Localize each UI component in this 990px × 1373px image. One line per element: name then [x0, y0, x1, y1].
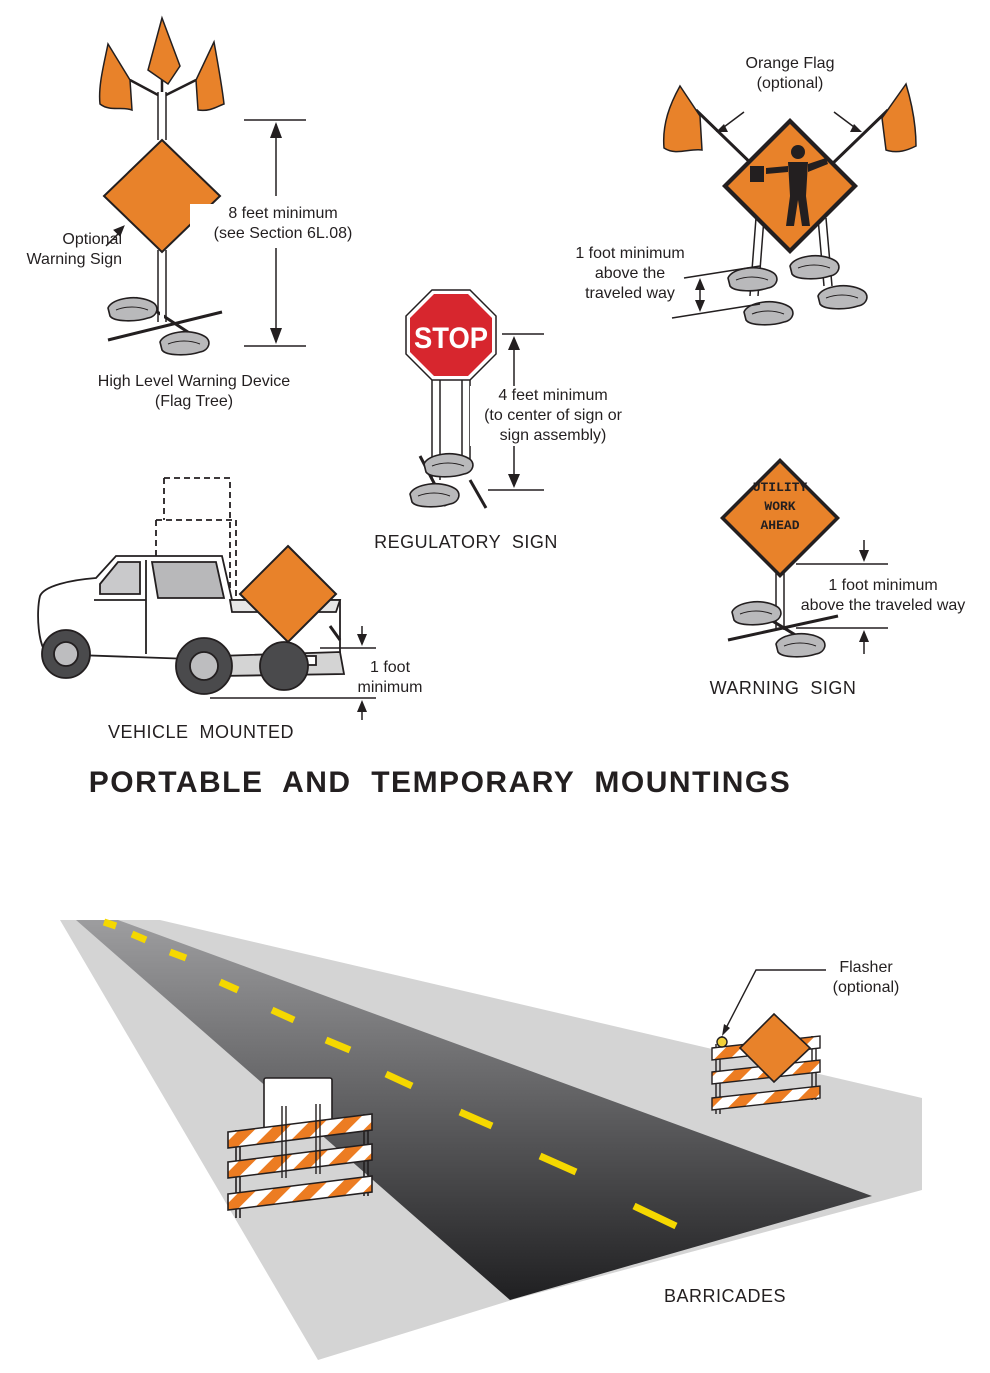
stop-sign-octagon — [410, 294, 492, 376]
dimension-8ft — [244, 119, 306, 347]
orange-flag-icon — [881, 82, 917, 153]
sandbag-icon — [423, 452, 474, 478]
orange-flag-icon — [662, 84, 703, 153]
dimension-4ft — [488, 333, 544, 491]
sandbag-icon — [727, 266, 778, 292]
flag-tree-height-label: 8 feet minimum (see Section 6L.08) — [190, 204, 376, 244]
warning-sign-text-line3: AHEAD — [760, 518, 799, 533]
flagger-person-icon — [750, 145, 828, 226]
road-scene — [60, 918, 922, 1360]
label-line: Optional — [62, 231, 122, 248]
warning-sign-text-line2: WORK — [764, 499, 795, 514]
label-line: Flasher — [839, 959, 893, 976]
label-line: Orange Flag — [745, 55, 835, 72]
barricade-right — [711, 969, 826, 1114]
label-line: above the traveled way — [800, 597, 966, 614]
sandbag-icon — [107, 296, 158, 322]
label-line: (see Section 6L.08) — [213, 225, 353, 242]
dimension-flagger-clearance — [671, 265, 761, 319]
orange-flag-icon — [147, 15, 181, 86]
sandbag-icon — [775, 632, 826, 658]
barricade-left — [227, 1077, 373, 1218]
regulatory-sign-assembly — [405, 289, 497, 509]
barricades-caption: BARRICADES — [663, 1286, 787, 1306]
vehicle-clearance-label: 1 foot minimum — [344, 658, 436, 698]
sandbag-icon — [409, 482, 460, 508]
label-line: 1 foot minimum — [575, 245, 685, 262]
regulatory-sign-caption: REGULATORY SIGN — [374, 532, 558, 552]
optional-warning-sign-label: Optional Warning Sign — [0, 230, 122, 270]
page-title: PORTABLE AND TEMPORARY MOUNTINGS — [88, 766, 792, 799]
flasher-label: Flasher (optional) — [816, 958, 916, 998]
sandbag-icon — [731, 600, 782, 626]
label-line: Warning Sign — [26, 251, 122, 268]
label-line: 1 foot — [369, 659, 411, 676]
warning-sign-assembly — [720, 458, 840, 658]
label-line: (optional) — [756, 75, 824, 92]
orange-flag-label: Orange Flag (optional) — [710, 54, 870, 94]
warning-clearance-label: 1 foot minimum above the traveled way — [790, 576, 976, 616]
orange-flag-icon — [195, 39, 225, 112]
label-line: minimum — [357, 679, 423, 696]
flag-tree-device — [98, 15, 225, 356]
label-line: 8 feet minimum — [228, 205, 338, 222]
warning-sign-caption: WARNING SIGN — [709, 678, 857, 698]
sign-mount-bracket — [328, 625, 342, 641]
warning-sign-text-line1: UTILITY — [753, 480, 808, 495]
label-line: 1 foot minimum — [828, 577, 938, 594]
sandbag-icon — [789, 254, 840, 280]
utility-work-ahead-sign-diamond — [725, 463, 835, 573]
dimension-vehicle-clearance — [210, 626, 376, 720]
label-line: High Level Warning Device — [97, 373, 291, 390]
sandbag-icon — [159, 330, 210, 356]
label-line: (Flag Tree) — [154, 393, 234, 410]
vehicle-mounted-caption: VEHICLE MOUNTED — [107, 722, 295, 742]
flag-tree-caption: High Level Warning Device (Flag Tree) — [64, 372, 324, 412]
center-lane-line — [102, 918, 678, 1230]
label-line: (to center of sign or — [484, 407, 622, 424]
label-line: above the — [594, 265, 666, 282]
label-line: 4 feet minimum — [498, 387, 608, 404]
sandbag-icon — [817, 284, 868, 310]
stop-sign-text: STOP — [414, 322, 488, 355]
barricade-sign-diamond — [738, 1012, 812, 1084]
dimension-warning-clearance — [796, 540, 888, 654]
orange-flag-icon — [98, 41, 133, 112]
vehicle-warning-sign-diamond — [238, 544, 338, 644]
label-line: sign assembly) — [499, 427, 607, 444]
flagger-sign-assembly — [662, 82, 917, 326]
stop-height-label: 4 feet minimum (to center of sign or sig… — [470, 386, 636, 446]
flagger-clearance-label: 1 foot minimum above the traveled way — [556, 244, 704, 304]
label-line: (optional) — [832, 979, 900, 996]
label-line: traveled way — [585, 285, 675, 302]
flasher-icon — [716, 1036, 728, 1048]
